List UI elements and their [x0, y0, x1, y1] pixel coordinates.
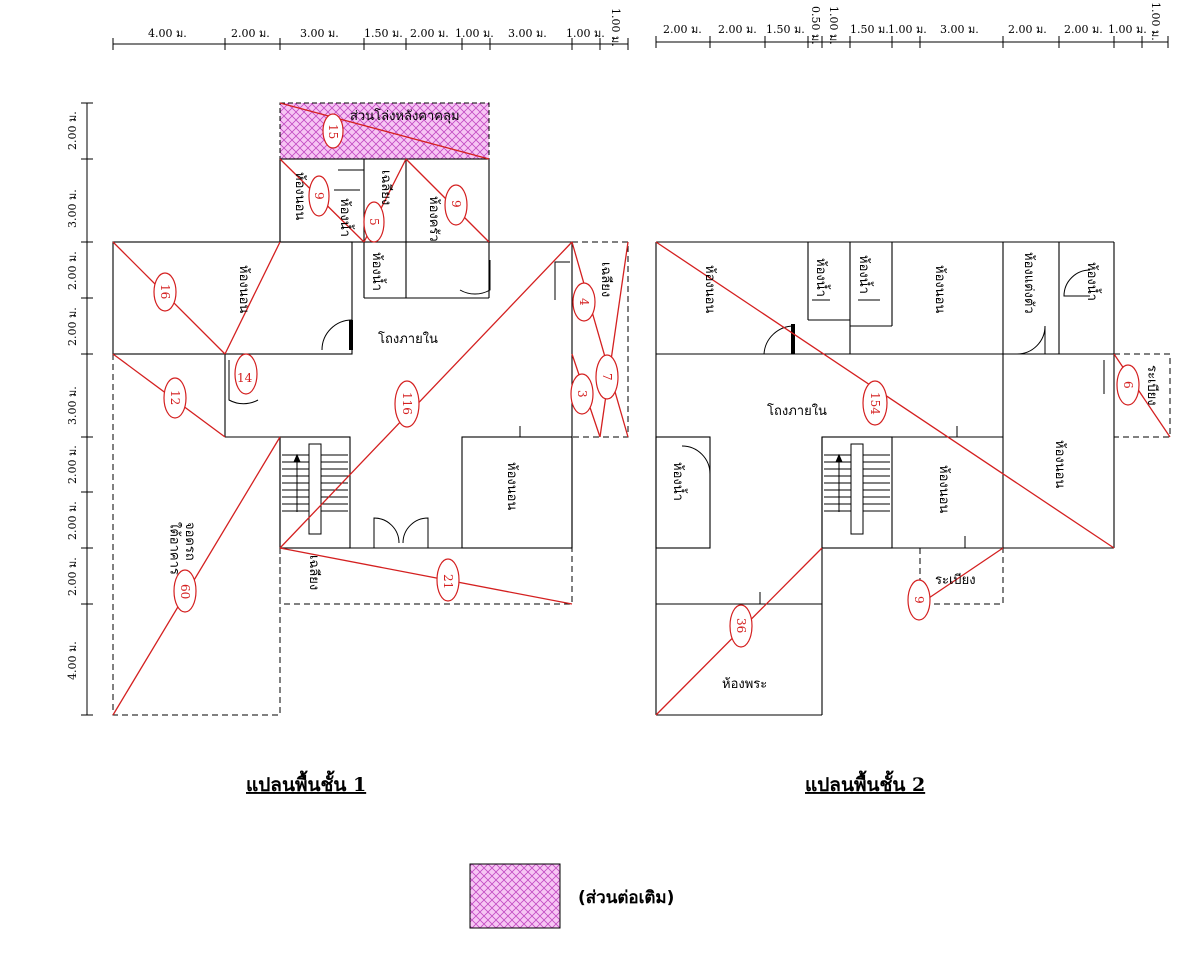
plan1-top-dimension: 4.00 ม. 2.00 ม. 3.00 ม. 1.50 ม. 2.00 ม. …: [112, 8, 629, 50]
plan1-dim-left: 3.00 ม.: [66, 386, 79, 425]
plan-1: 4.00 ม. 2.00 ม. 3.00 ม. 1.50 ม. 2.00 ม. …: [66, 8, 629, 796]
plan1-room-bedroom-lower: ห้องนอน: [504, 462, 519, 510]
plan2-area-label: 154: [868, 392, 882, 415]
plan1-walls: [112, 158, 573, 549]
plan2-room-dressing: ห้องแต่งตัว: [1021, 252, 1036, 314]
plan1-area-label: 14: [237, 371, 253, 385]
plan2-room-bath1: ห้องน้ำ: [813, 258, 831, 297]
plan1-title: แปลนพื้นชั้น 1: [246, 770, 366, 796]
plan1-area-label: 7: [600, 373, 614, 381]
plan1-dim-left: 2.00 ม.: [66, 501, 79, 540]
plan2-room-shrine: ห้องพระ: [722, 677, 767, 692]
plan2-dim-top: 0.50 ม.: [809, 6, 822, 45]
legend: (ส่วนต่อเติม): [469, 863, 674, 929]
plan2-area-label: 9: [912, 596, 926, 604]
plan1-room-bath2: ห้องน้ำ: [369, 252, 387, 291]
plan2-room-labels: ห้องนอน ห้องน้ำ ห้องน้ำ ห้องนอน ห้องแต่ง…: [670, 252, 1160, 692]
legend-swatch: [469, 863, 561, 929]
plan1-dashed-outlines: [112, 241, 629, 716]
plan1-room-terrace-bottom: เฉลียง: [306, 555, 322, 590]
plan1-doors: [228, 169, 570, 548]
plan2-room-bedroom4: ห้องนอน: [1052, 440, 1067, 488]
plan2-room-balcony-right: ระเบียง: [1144, 365, 1160, 406]
plan1-area-label: 116: [400, 392, 414, 415]
plan1-dim-top: 4.00 ม.: [148, 27, 187, 40]
plan1-room-terrace-small: เฉลียง: [378, 170, 394, 205]
plan2-dim-top: 1.00 ม.: [827, 6, 840, 45]
plan2-top-dimension: 2.00 ม. 2.00 ม. 1.50 ม. 0.50 ม. 1.00 ม. …: [655, 2, 1169, 48]
plan1-area-labels: 15 9 5 9 16 14 12 116 4 3 7 21 60: [153, 113, 619, 613]
plan1-dim-left: 2.00 ม.: [66, 251, 79, 290]
plan2-dim-top: 1.50 ม.: [766, 23, 805, 36]
plan2-stairs: [824, 443, 890, 535]
plan1-room-bedroom-small: ห้องนอน: [292, 172, 307, 220]
plan1-area-label: 12: [168, 390, 182, 405]
plan2-dim-top: 2.00 ม.: [718, 23, 757, 36]
plan1-dim-left: 3.00 ม.: [66, 189, 79, 228]
plan1-room-kitchen: ห้องครัว: [426, 196, 441, 242]
plan1-area-label: 3: [575, 390, 589, 398]
plan1-dim-left: 2.00 ม.: [66, 557, 79, 596]
plan1-dim-top: 3.00 ม.: [508, 27, 547, 40]
plan2-room-bedroom2: ห้องนอน: [932, 265, 947, 313]
plan2-room-hall: โถงภายใน: [767, 403, 827, 419]
legend-label: (ส่วนต่อเติม): [578, 888, 674, 908]
plan2-room-bedroom1: ห้องนอน: [702, 265, 717, 313]
plan2-title: แปลนพื้นชั้น 2: [805, 770, 925, 796]
plan1-dim-top: 3.00 ม.: [300, 27, 339, 40]
plan2-area-lines: [655, 241, 1171, 716]
plan1-room-covered-open: ส่วนโล่งหลังคาคลุม: [350, 108, 460, 124]
plan1-dim-left: 2.00 ม.: [66, 111, 79, 150]
plan-2: 2.00 ม. 2.00 ม. 1.50 ม. 0.50 ม. 1.00 ม. …: [655, 2, 1171, 796]
plan1-dim-top: 1.00 ม.: [455, 27, 494, 40]
plan1-room-bath-small: ห้องน้ำ: [337, 198, 355, 237]
plan1-room-terrace-right: เฉลียง: [598, 262, 614, 297]
plan1-area-label: 60: [178, 584, 192, 599]
plan1-area-label: 9: [449, 200, 463, 208]
plan1-room-hall: โถงภายใน: [378, 331, 438, 347]
plan2-dim-top: 1.00 ม.: [1108, 23, 1147, 36]
plan1-dim-top: 1.00 ม.: [566, 27, 605, 40]
plan2-room-bath4: ห้องน้ำ: [670, 462, 688, 501]
plan1-dim-left: 2.00 ม.: [66, 307, 79, 346]
plan1-area-lines: [112, 102, 629, 716]
plan2-dim-top: 3.00 ม.: [940, 23, 979, 36]
plan1-area-label: 5: [367, 218, 381, 226]
plan2-dim-top: 2.00 ม.: [1008, 23, 1047, 36]
plan1-dim-top: 1.00 ม.: [609, 8, 622, 47]
plan1-room-parking: จอดรถใต้อาคาร: [166, 522, 197, 575]
plan2-area-label: 6: [1121, 381, 1135, 389]
plan1-room-labels: ส่วนโล่งหลังคาคลุม ห้องนอน ห้องน้ำ เฉลีย…: [166, 108, 614, 590]
plan1-dim-top: 2.00 ม.: [231, 27, 270, 40]
plan1-area-label: 21: [441, 574, 455, 589]
plan1-dim-left: 2.00 ม.: [66, 445, 79, 484]
plan2-area-labels: 154 6 9 36: [729, 364, 1140, 648]
plan1-area-label: 15: [326, 124, 340, 139]
plan1-stairs: [282, 443, 348, 535]
plan2-area-label: 36: [734, 618, 748, 633]
plan2-doors: [681, 269, 1115, 605]
plan1-dim-top: 2.00 ม.: [410, 27, 449, 40]
plan2-room-balcony-bottom: ระเบียง: [935, 572, 976, 588]
plan2-walls: [655, 241, 1115, 716]
plan2-dim-top: 1.50 ม.: [850, 23, 889, 36]
plan2-dim-top: 2.00 ม.: [1064, 23, 1103, 36]
plan1-area-label: 4: [577, 298, 591, 306]
plan1-left-dimension: 2.00 ม. 3.00 ม. 2.00 ม. 2.00 ม. 3.00 ม. …: [66, 102, 93, 716]
plan1-area-label: 16: [158, 284, 172, 299]
plan1-room-bedroom-left: ห้องนอน: [236, 265, 251, 313]
plan2-room-bedroom3: ห้องนอน: [936, 465, 951, 513]
plan2-room-bath2: ห้องน้ำ: [856, 255, 874, 294]
plan2-room-bath3: ห้องน้ำ: [1084, 262, 1102, 301]
plan2-dim-top: 1.00 ม.: [1149, 2, 1162, 41]
plan1-dim-top: 1.50 ม.: [364, 27, 403, 40]
plan1-area-label: 9: [312, 192, 326, 200]
plan2-dim-top: 2.00 ม.: [663, 23, 702, 36]
plan2-dim-top: 1.00 ม.: [888, 23, 927, 36]
plan1-dim-left: 4.00 ม.: [66, 641, 79, 680]
